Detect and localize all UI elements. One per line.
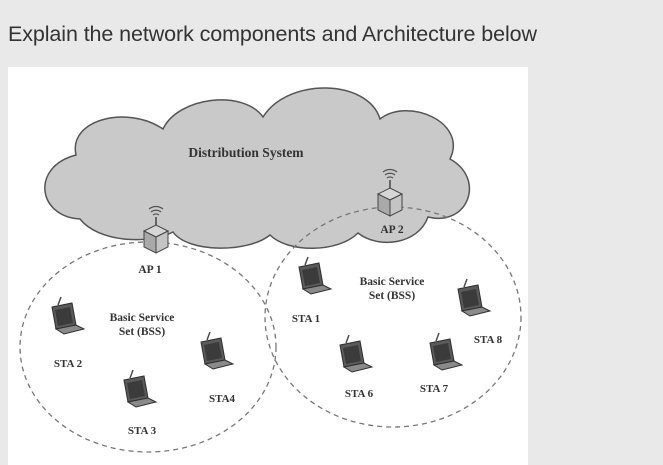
network-diagram-svg: Distribution System AP 1 AP 2 Basic Serv… [19,87,522,453]
sta3-label: STA 3 [128,425,157,437]
laptop-icon [123,369,157,408]
bss-left-label-line1: Basic Service [110,312,175,324]
laptop-icon [200,331,234,370]
bss-left-label-line2: Set (BSS) [119,326,165,338]
sta6-label: STA 6 [345,388,374,400]
laptop-icon [298,256,332,295]
sta7-label: STA 7 [420,383,449,395]
laptop-icon [429,332,463,371]
network-diagram: Distribution System AP 1 AP 2 Basic Serv… [8,67,528,465]
bss-right-label-line1: Basic Service [360,276,425,288]
laptop-icon [457,278,491,317]
sta8-label: STA 8 [474,334,503,346]
laptop-icon [51,296,85,335]
ap1-label: AP 1 [138,264,162,276]
ap2-label: AP 2 [380,224,404,236]
distribution-system-cloud [44,87,470,249]
laptop-icon [339,334,373,373]
sta1-label: STA 1 [292,313,320,325]
sta4-label: STA4 [209,393,236,405]
sta2-label: STA 2 [54,358,83,370]
bss-right-label-line2: Set (BSS) [369,290,415,302]
question-text: Explain the network components and Archi… [8,22,537,46]
distribution-system-label: Distribution System [188,145,304,160]
